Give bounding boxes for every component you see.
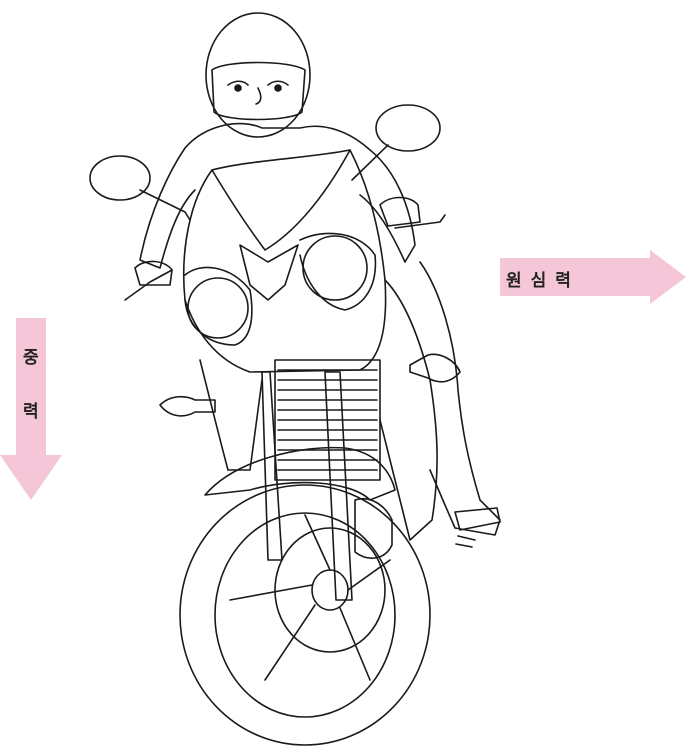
helmet-visor (211, 61, 306, 121)
gravity-label-char-1: 중 (23, 348, 39, 368)
left-lower-fairing (379, 279, 438, 541)
left-mirror (375, 104, 441, 152)
brake-caliper (354, 498, 393, 559)
front-fender (204, 446, 396, 501)
wheel-spokes (229, 514, 391, 681)
left-mirror-stalk (351, 144, 389, 181)
centrifugal-force-arrow (500, 250, 686, 304)
rider-right-glove (134, 260, 173, 286)
fairing-center-vent (239, 244, 299, 301)
front-rim (214, 512, 396, 718)
brake-disc (274, 527, 386, 653)
rider-left-leg (419, 261, 501, 536)
motorcycle-rider-drawing (89, 12, 501, 746)
rider-left-boot (454, 507, 501, 548)
headlight-left (302, 235, 368, 301)
rider-eyes (227, 80, 289, 86)
gravity-arrow (0, 318, 62, 500)
rider-nose (255, 87, 262, 105)
rider-left-eye (234, 84, 242, 92)
rider-right-eye (274, 84, 282, 92)
windscreen (211, 149, 351, 251)
right-mirror-stalk (139, 189, 191, 221)
gravity-label-char-2: 력 (23, 402, 39, 422)
right-lever (124, 269, 173, 301)
centrifugal-force-label: 원심력 (506, 271, 580, 291)
right-turn-signal (159, 395, 216, 417)
right-lower-fairing (199, 359, 263, 471)
rider-left-glove (379, 196, 421, 227)
fork-left (324, 371, 353, 601)
helmet-shell (205, 12, 311, 138)
wheel-hub (311, 569, 349, 611)
front-fairing (182, 149, 387, 373)
front-tire (179, 484, 431, 746)
headlight-frame (184, 232, 377, 346)
left-lever (394, 214, 446, 229)
left-turn-signal (409, 353, 461, 383)
rider-body (139, 122, 416, 269)
headlight-right (187, 277, 249, 339)
right-mirror (89, 155, 151, 201)
